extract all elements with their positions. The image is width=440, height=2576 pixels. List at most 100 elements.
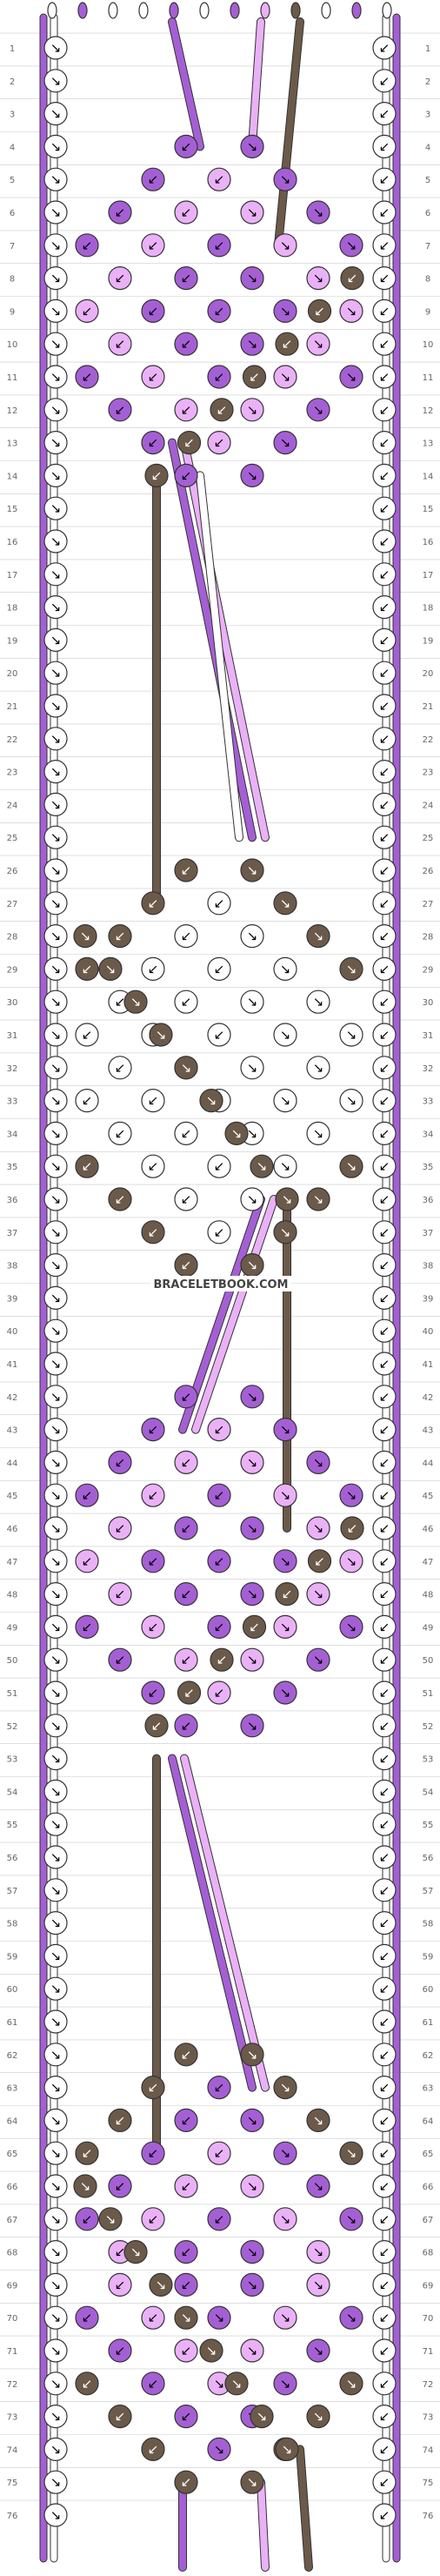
knot-circle [174,2272,198,2297]
edge-knot-left: ↘ [43,1121,68,1146]
brown-chain-knot: ↘ [98,2207,123,2231]
brown-chain-knot: ↘ [174,1056,198,1080]
edge-knot-right: ↙ [372,332,397,356]
edge-knot-left: ↘ [43,299,68,323]
diamond-4-knot: ↙ [141,2207,165,2231]
knot-circle [75,2207,99,2231]
knot-circle [339,2207,363,2231]
knot-arrow-icon: ↘ [280,961,291,976]
knot-circle [372,1187,397,1211]
knot-arrow-icon: ↘ [50,1685,62,1701]
knot-circle [372,562,397,587]
knot-circle [273,1023,297,1047]
knot-circle [75,2371,99,2396]
knot-circle [372,1088,397,1113]
knot-circle [43,1352,68,1376]
diamond-2-knot: ↙ [141,956,165,982]
knot-arrow-icon: ↙ [115,1520,126,1536]
knot-arrow-icon: ↘ [156,1027,167,1043]
knot-arrow-icon: ↘ [130,994,142,1010]
row-number-left: 13 [7,439,18,449]
diamond-4-knot: ↘ [240,2174,264,2198]
knot-arrow-icon: ↘ [214,2310,225,2325]
diamond-1-knot: ↙ [174,398,198,422]
knot-arrow-icon: ↘ [346,2376,357,2392]
knot-circle [240,1187,264,1211]
string-lilac-bottom [257,2479,269,2571]
edge-knot-right: ↙ [372,1417,397,1442]
knot-circle [372,891,397,916]
knot-arrow-icon: ↙ [347,1520,358,1536]
diamond-2-knot: ↘ [273,1088,297,1113]
knot-arrow-icon: ↙ [115,2343,126,2358]
knot-arrow-icon: ↙ [181,1125,192,1141]
knot-arrow-icon: ↘ [50,961,62,976]
row-number-right: 18 [423,604,434,614]
diamond-2-knot: ↙ [174,989,198,1014]
row-number-right: 58 [423,1920,434,1929]
diamond-4-knot: ↙ [174,2174,198,2198]
knot-arrow-icon: ↙ [379,402,390,418]
edge-knot-left: ↘ [43,923,68,949]
diamond-3-knot: ↘ [306,1581,330,1607]
edge-knot-left: ↘ [43,1088,68,1113]
knot-circle [177,1680,202,1705]
row-number-left: 2 [10,77,15,87]
knot-arrow-icon: ↘ [280,171,291,187]
knot-circle [273,2207,297,2231]
knot-circle [372,2240,397,2264]
diamond-4-knot: ↘ [240,2043,264,2067]
brown-chain-knot: ↘ [224,1121,249,1146]
knot-circle [43,2437,68,2461]
knot-circle [174,1056,198,1080]
knot-arrow-icon: ↘ [50,2277,62,2292]
edge-knot-left: ↘ [43,694,68,718]
edge-knot-left: ↘ [43,1549,68,1573]
knot-circle [43,694,68,718]
diamond-4-knot: ↘ [273,2207,297,2231]
edge-knot-right: ↙ [372,759,397,784]
knot-arrow-icon: ↙ [115,1191,126,1207]
knot-circle [372,1385,397,1409]
edge-knot-right: ↙ [372,299,397,323]
row-number-left: 21 [7,702,18,712]
knot-circle [174,1187,198,1211]
knot-arrow-icon: ↘ [280,1487,291,1503]
diamond-3-knot: ↘ [273,1549,297,1573]
row-number-left: 74 [7,2445,18,2455]
diamond-2-knot: ↘ [273,1154,297,1178]
brown-chain-knot: ↙ [242,1614,267,1640]
knot-circle [372,2043,397,2067]
knot-arrow-icon: ↘ [214,2376,225,2392]
knot-circle [174,858,198,882]
knot-circle [75,2141,99,2165]
knot-arrow-icon: ↘ [280,2310,291,2325]
knot-circle [372,2272,397,2297]
knot-arrow-icon: ↙ [379,1816,390,1832]
row-number-left: 54 [7,1788,18,1797]
edge-knot-right: ↙ [372,627,397,653]
knot-arrow-icon: ↙ [82,1093,93,1109]
diamond-1-knot: ↙ [207,365,231,389]
knot-arrow-icon: ↙ [314,303,325,319]
knot-circle [372,1845,397,1869]
knot-circle [372,2470,397,2494]
edge-knot-left: ↘ [43,2076,68,2100]
knot-circle [174,398,198,422]
knot-circle [75,1154,99,1178]
diamond-2-knot: ↘ [240,1252,264,1278]
knot-circle [149,1023,173,1047]
row-number-left: 16 [7,538,18,547]
diamond-3-knot: ↘ [306,1450,330,1475]
knot-circle [43,1450,68,1475]
knot-circle [372,463,397,488]
knot-arrow-icon: ↙ [379,796,390,812]
edge-knot-right: ↙ [372,36,397,60]
knot-arrow-icon: ↘ [346,2310,357,2325]
knot-circle [43,1779,68,1803]
knot-arrow-icon: ↘ [50,2310,62,2325]
knot-arrow-icon: ↙ [181,1258,192,1273]
row-number-right: 7 [425,242,430,252]
knot-circle [75,299,99,323]
knot-circle [43,463,68,488]
